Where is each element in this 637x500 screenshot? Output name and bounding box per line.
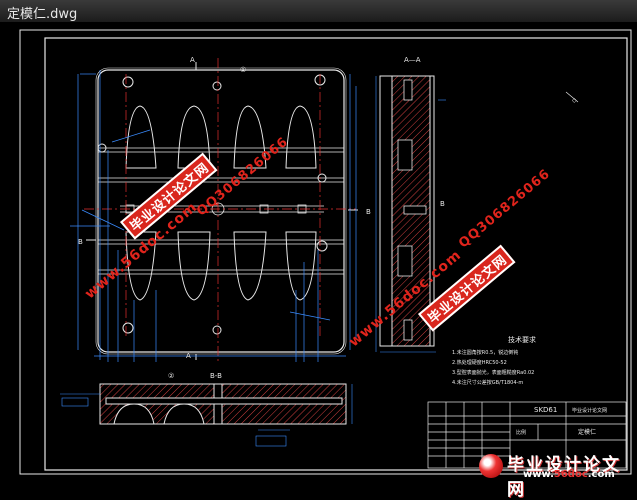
logo-ball-icon	[479, 454, 503, 478]
plan-view: A A B B ① ②	[70, 56, 371, 380]
title-block-material: SKD61	[534, 406, 557, 414]
aa-section-label: A—A	[404, 56, 421, 64]
title-block-scale: 比例	[516, 429, 526, 436]
title-block-main-title: 定模仁	[578, 428, 596, 436]
cad-drawing: A A B B ① ② A—A B B-B	[19, 29, 632, 475]
site-logo: 毕业设计论文网 www.56doc.com	[473, 450, 633, 500]
section-mark-a-bottom: A	[186, 352, 191, 360]
section-mark-a-top: A	[190, 56, 195, 64]
title-block-school: 毕业设计论文网	[572, 407, 607, 414]
tech-req-line: 2.热处理硬度HRC50-52	[452, 359, 507, 366]
title-block	[427, 401, 627, 469]
tech-req-line: 1.未注圆角按R0.5，锐边倒钝	[452, 349, 518, 356]
outer-frame	[19, 29, 632, 475]
section-mark-b-right: B	[366, 208, 371, 216]
section-mark-b-left: B	[78, 238, 83, 246]
section-mark-b-right2: B	[440, 200, 445, 208]
window-titlebar[interactable]: 定模仁.dwg	[0, 0, 637, 23]
inner-frame	[44, 37, 628, 471]
side-section-view: A—A B	[375, 56, 446, 353]
tech-req-line: 4.未注尺寸公差按GB/T1804-m	[452, 379, 523, 386]
svg-text:◇: ◇	[572, 97, 577, 104]
tech-req-title: 技术要求	[508, 335, 536, 344]
drawing-canvas[interactable]: A A B B ① ② A—A B B-B	[0, 22, 637, 483]
bb-section-label: B-B	[210, 372, 222, 380]
bottom-section-view: B-B	[60, 372, 353, 447]
logo-url: www.56doc.com	[523, 469, 615, 480]
tech-req-line: 3.型腔表面抛光，表面粗糙度Ra0.02	[452, 369, 534, 376]
technical-requirements: 技术要求 1.未注圆角按R0.5，锐边倒钝 2.热处理硬度HRC50-52 3.…	[452, 335, 536, 386]
circled-mark-2: ②	[168, 372, 174, 380]
window-title: 定模仁.dwg	[7, 7, 78, 22]
circled-mark-1: ①	[240, 66, 246, 74]
